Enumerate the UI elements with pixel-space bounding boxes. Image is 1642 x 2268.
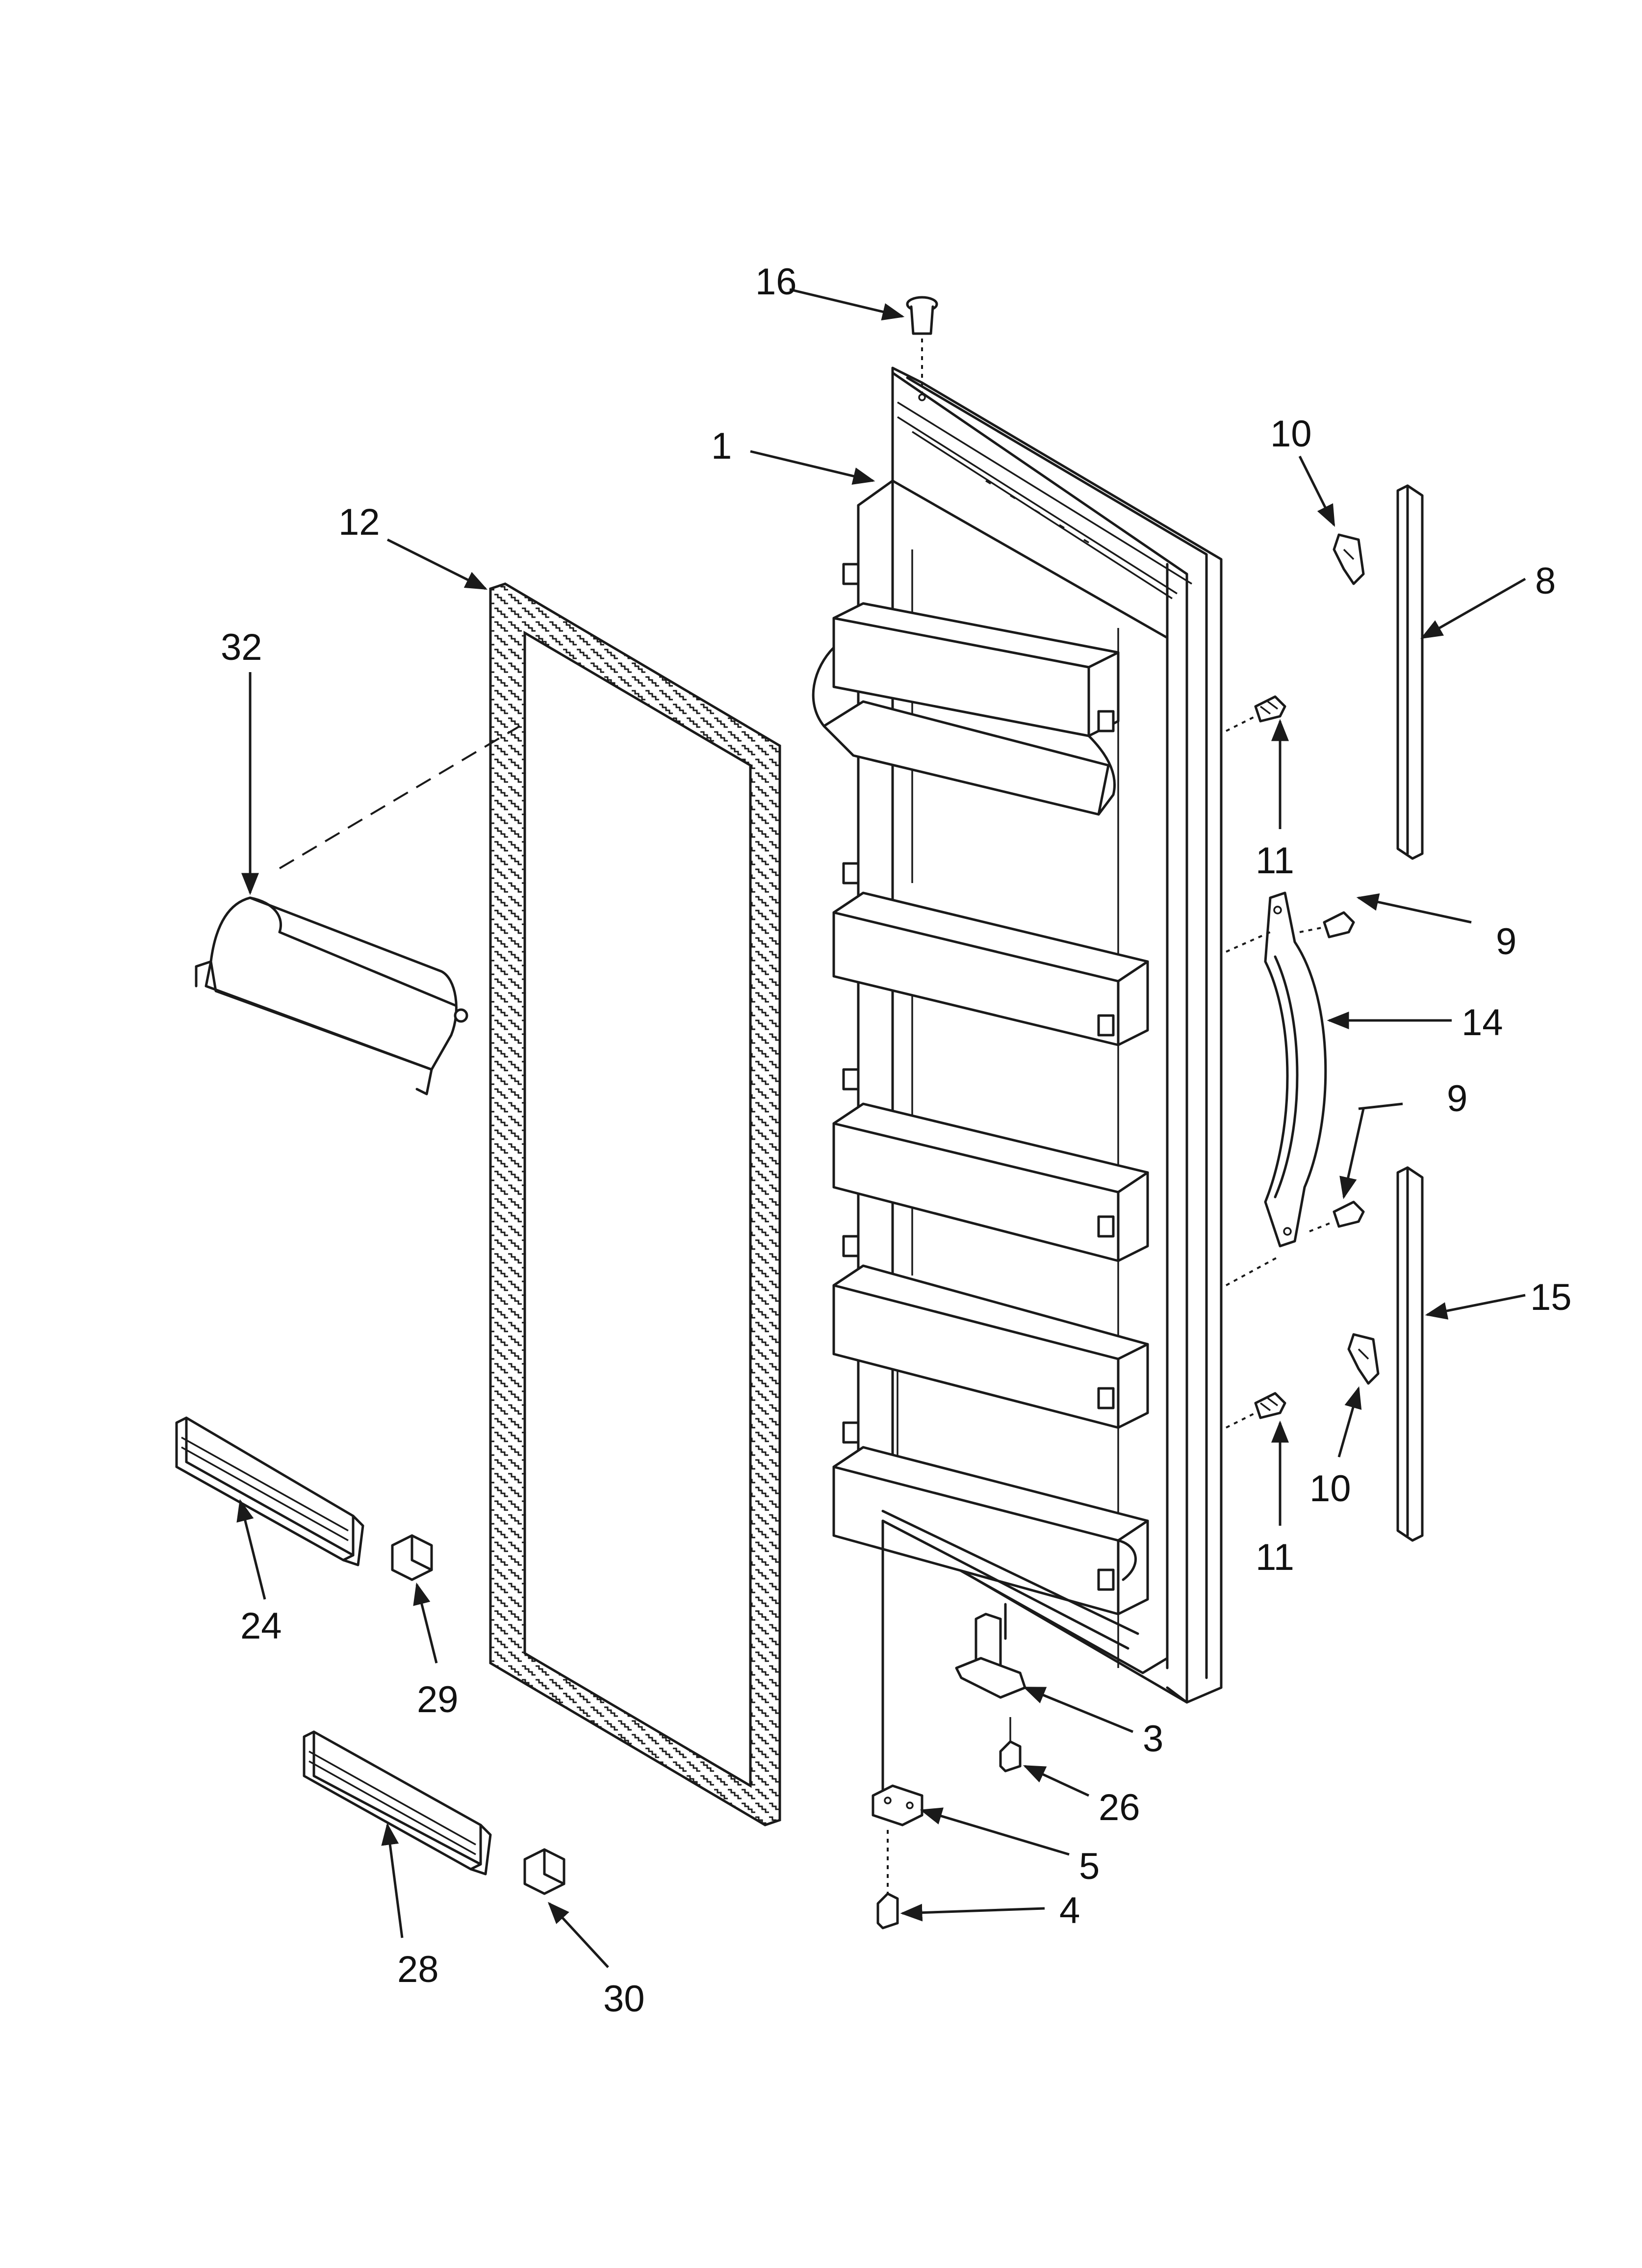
- leader-3: [1023, 1686, 1133, 1733]
- callout-5: 5: [1079, 1846, 1100, 1887]
- leader-16: [789, 288, 905, 321]
- door-plug: [906, 296, 938, 401]
- crisper-cover: [195, 725, 521, 1095]
- leader-1: [750, 450, 875, 485]
- callout-24: 24: [240, 1605, 282, 1647]
- lower-trim: [1396, 1166, 1424, 1542]
- leader-28: [381, 1823, 404, 1938]
- leader-10b: [1337, 1386, 1362, 1458]
- callout-4: 4: [1059, 1890, 1080, 1931]
- callout-9-upper: 9: [1496, 921, 1516, 963]
- leader-9b: [1339, 1108, 1365, 1199]
- leader-8: [1420, 577, 1526, 639]
- callout-30: 30: [603, 1978, 645, 2020]
- callout-26: 26: [1099, 1787, 1140, 1828]
- screw-lower: [1226, 1392, 1286, 1429]
- door-gasket: [489, 582, 781, 1826]
- refrigerator-door: [812, 366, 1223, 1704]
- callout-11-upper: 11: [1256, 840, 1294, 882]
- hinge-bracket: [872, 1519, 924, 1826]
- upper-kickplate-clip: [391, 1534, 433, 1581]
- callout-3: 3: [1143, 1718, 1163, 1760]
- trim-clip-upper: [1333, 533, 1365, 585]
- leader-5: [920, 1807, 1070, 1856]
- leader-lines: [236, 288, 1526, 1968]
- upper-trim: [1396, 484, 1424, 860]
- leader-29: [413, 1582, 438, 1664]
- leader-24: [236, 1499, 266, 1600]
- callout-16: 16: [755, 261, 797, 303]
- callout-14: 14: [1462, 1002, 1503, 1043]
- leader-4: [900, 1903, 1045, 1922]
- leader-10a: [1298, 455, 1335, 527]
- bracket-screw: [876, 1830, 899, 1929]
- callout-32: 32: [221, 626, 262, 668]
- callout-10-upper: 10: [1270, 413, 1312, 455]
- trim-clip-lower: [1347, 1333, 1380, 1385]
- screw-upper: [1226, 695, 1286, 732]
- leader-15: [1425, 1294, 1526, 1320]
- callout-9-lower: 9: [1447, 1078, 1467, 1120]
- leader-9a: [1356, 893, 1472, 924]
- lower-kickplate: [303, 1730, 492, 1876]
- upper-kickplate: [175, 1416, 364, 1566]
- leader-30: [547, 1902, 609, 1968]
- leader-26: [1023, 1765, 1090, 1797]
- hinge-screw: [999, 1717, 1022, 1773]
- handle-screw-upper: [1299, 911, 1355, 938]
- callout-11-lower: 11: [1256, 1537, 1294, 1578]
- lower-kickplate-clip: [523, 1848, 565, 1895]
- callout-8: 8: [1535, 560, 1556, 602]
- callout-28: 28: [397, 1949, 439, 1990]
- callout-labels: 16 1 12 32 10 8 11 9 14 9 15 10 11 3 26 …: [221, 261, 1572, 2020]
- callout-15: 15: [1530, 1277, 1572, 1318]
- callout-12: 12: [338, 501, 380, 543]
- callout-10-lower: 10: [1309, 1468, 1351, 1510]
- leader-12: [386, 538, 488, 590]
- lower-hinge: [955, 1603, 1026, 1699]
- handle-screw-lower: [1309, 1200, 1365, 1232]
- leader-9b-top: [1358, 1102, 1403, 1110]
- door-handle: [1226, 891, 1327, 1286]
- callout-1: 1: [711, 425, 732, 467]
- callout-29: 29: [417, 1679, 459, 1721]
